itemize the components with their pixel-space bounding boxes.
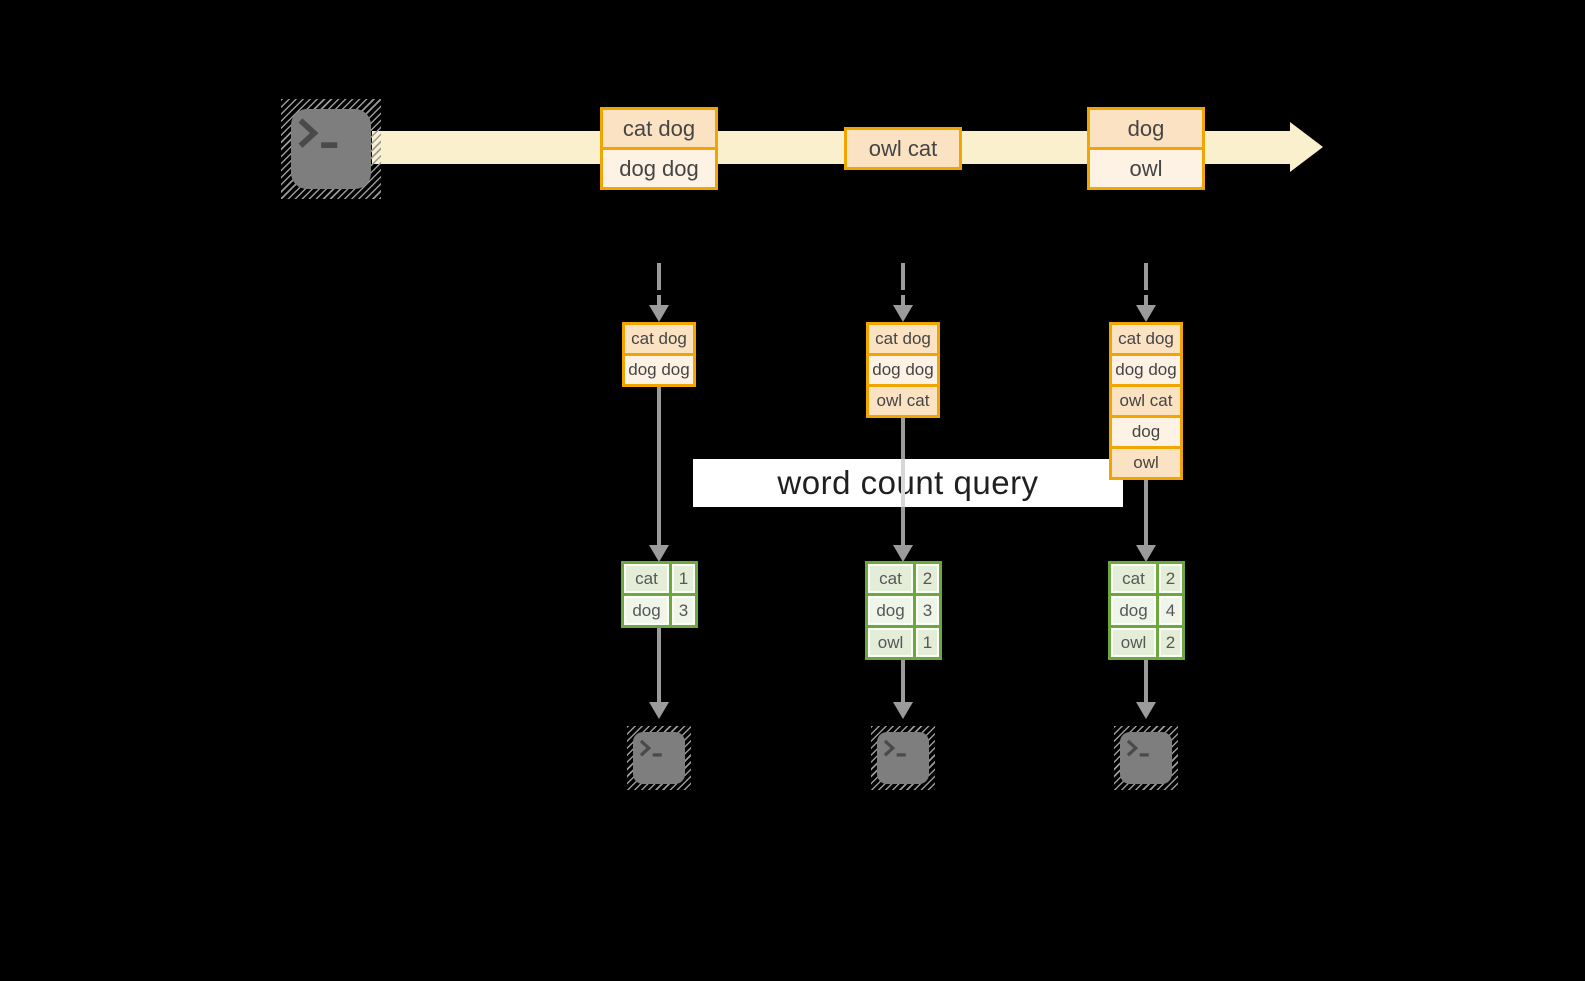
arrowhead-icon xyxy=(893,702,913,719)
word-cell: cat xyxy=(624,564,669,593)
arrowhead-icon xyxy=(649,702,669,719)
stream-batch-1: cat dog dog dog xyxy=(600,107,718,190)
arrowhead-icon xyxy=(1136,545,1156,562)
record: dog dog xyxy=(603,147,715,187)
record: owl xyxy=(1090,147,1202,187)
word-cell: cat xyxy=(868,564,913,593)
result-table-1: cat 1 dog 3 xyxy=(621,561,698,628)
count-cell: 1 xyxy=(672,564,695,593)
record: owl cat xyxy=(869,384,937,415)
flow-line xyxy=(901,660,905,702)
count-cell: 2 xyxy=(1159,628,1182,657)
record: owl xyxy=(1112,446,1180,477)
flow-line xyxy=(1144,660,1148,702)
word-cell: dog xyxy=(868,596,913,625)
result-table-3: cat 2 dog 4 owl 2 xyxy=(1108,561,1185,660)
record: owl cat xyxy=(847,130,959,167)
record: dog xyxy=(1112,415,1180,446)
record: dog dog xyxy=(1112,353,1180,384)
count-cell: 2 xyxy=(1159,564,1182,593)
word-cell: owl xyxy=(868,628,913,657)
stream-batch-2: owl cat xyxy=(844,127,962,170)
record: dog dog xyxy=(625,353,693,384)
input-table-2: cat dog dog dog owl cat xyxy=(866,322,940,418)
prompt-icon xyxy=(639,739,664,759)
prompt-icon xyxy=(297,117,343,154)
stream-source-terminal-icon xyxy=(281,99,381,199)
flow-line xyxy=(1144,480,1148,545)
result-table-2: cat 2 dog 3 owl 1 xyxy=(865,561,942,660)
flow-line xyxy=(657,387,661,545)
query-label: word count query xyxy=(777,464,1039,501)
stream-batch-3: dog owl xyxy=(1087,107,1205,190)
record: cat dog xyxy=(603,110,715,147)
record: owl cat xyxy=(1112,384,1180,415)
sink-terminal-icon xyxy=(627,726,691,790)
trigger-arrow-dash xyxy=(1144,263,1148,290)
word-cell: dog xyxy=(1111,596,1156,625)
prompt-icon xyxy=(883,739,908,759)
count-cell: 3 xyxy=(672,596,695,625)
prompt-icon xyxy=(1126,739,1151,759)
arrowhead-icon xyxy=(893,305,913,322)
trigger-arrow-shaft xyxy=(1144,295,1148,307)
record: cat dog xyxy=(1112,325,1180,353)
arrowhead-icon xyxy=(893,545,913,562)
query-label-band: word count query xyxy=(693,459,1123,507)
arrowhead-icon xyxy=(1136,305,1156,322)
arrowhead-icon xyxy=(649,305,669,322)
word-cell: cat xyxy=(1111,564,1156,593)
trigger-arrow-dash xyxy=(901,263,905,290)
count-cell: 1 xyxy=(916,628,939,657)
trigger-arrow-dash xyxy=(657,263,661,290)
input-table-1: cat dog dog dog xyxy=(622,322,696,387)
record: cat dog xyxy=(625,325,693,353)
count-cell: 2 xyxy=(916,564,939,593)
arrowhead-icon xyxy=(1136,702,1156,719)
count-cell: 4 xyxy=(1159,596,1182,625)
flow-line xyxy=(657,628,661,702)
record: dog dog xyxy=(869,353,937,384)
input-table-3: cat dog dog dog owl cat dog owl xyxy=(1109,322,1183,480)
trigger-arrow-shaft xyxy=(901,295,905,307)
trigger-arrow-shaft xyxy=(657,295,661,307)
record: dog xyxy=(1090,110,1202,147)
word-cell: owl xyxy=(1111,628,1156,657)
sink-terminal-icon xyxy=(1114,726,1178,790)
count-cell: 3 xyxy=(916,596,939,625)
stream-arrowhead-icon xyxy=(1290,122,1323,172)
arrowhead-icon xyxy=(649,545,669,562)
flow-line-through-band xyxy=(901,459,905,507)
word-cell: dog xyxy=(624,596,669,625)
record: cat dog xyxy=(869,325,937,353)
sink-terminal-icon xyxy=(871,726,935,790)
